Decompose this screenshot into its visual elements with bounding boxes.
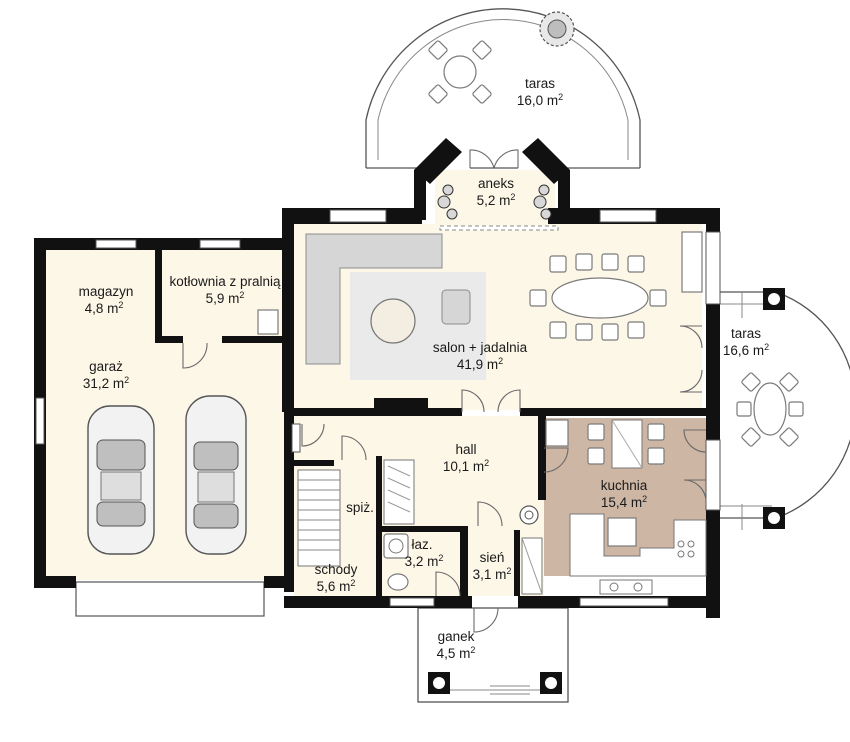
- floor-areas: [46, 170, 706, 596]
- terrace-top: [365, 8, 641, 169]
- garage-apron: [75, 581, 265, 617]
- porch: [417, 607, 569, 703]
- room-name-spizarnia: spiż.: [346, 500, 374, 515]
- room-area-sien: 3,1 m2: [473, 566, 512, 582]
- utility-details: [182, 309, 279, 369]
- room-name-aneks: aneks: [478, 176, 514, 191]
- room-area-salon: 41,9 m2: [457, 356, 503, 372]
- room-name-schody: schody: [315, 562, 358, 577]
- terrace-right: [720, 288, 850, 530]
- staircase: [297, 435, 367, 567]
- room-name-salon: salon + jadalnia: [433, 340, 528, 355]
- room-area-taras-right: 16,6 m2: [723, 342, 769, 358]
- room-area-aneks: 5,2 m2: [477, 192, 516, 208]
- room-area-schody: 5,6 m2: [317, 578, 356, 594]
- salon-furniture: [305, 231, 703, 413]
- room-area-magazyn: 4,8 m2: [85, 300, 124, 316]
- walls: [34, 138, 721, 618]
- room-area-lazienka: 3,2 m2: [405, 553, 444, 569]
- room-area-garaz: 31,2 m2: [83, 375, 129, 391]
- room-name-garaz: garaż: [89, 359, 123, 374]
- room-name-sien: sień: [480, 550, 505, 565]
- room-name-taras-right: taras: [731, 326, 761, 341]
- kitchen-fixtures: [543, 419, 707, 595]
- room-name-kuchnia: kuchnia: [601, 478, 648, 493]
- room-name-hall: hall: [455, 442, 476, 457]
- room-labels: taras 16,0 m2 aneks 5,2 m2 magazyn 4,8 m…: [79, 76, 770, 661]
- room-area-taras-top: 16,0 m2: [517, 92, 563, 108]
- aneks-doors: [437, 149, 559, 231]
- room-area-kuchnia: 15,4 m2: [601, 494, 647, 510]
- room-area-kotlownia: 5,9 m2: [206, 290, 245, 306]
- room-name-ganek: ganek: [438, 629, 475, 644]
- garage-cars: [87, 395, 247, 555]
- room-name-kotlownia: kotłownia z pralnią: [169, 274, 281, 289]
- room-name-taras-top: taras: [525, 76, 555, 91]
- bathroom-fixtures: [383, 533, 461, 597]
- room-name-lazienka: łaz.: [411, 537, 432, 552]
- room-area-hall: 10,1 m2: [443, 458, 489, 474]
- hall-details: [301, 423, 543, 633]
- room-name-magazyn: magazyn: [79, 284, 134, 299]
- room-area-ganek: 4,5 m2: [437, 645, 476, 661]
